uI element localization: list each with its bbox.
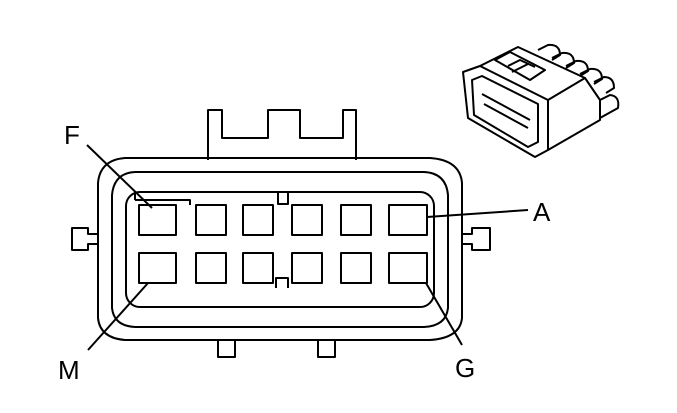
cavity-top-2	[195, 204, 227, 236]
connector-face	[125, 191, 435, 308]
cavity-bottom-2	[195, 252, 227, 284]
pin-label-m: M	[58, 355, 80, 385]
cavity-bottom-3	[242, 252, 274, 284]
cavity-top-3	[242, 204, 274, 236]
cavity-f	[138, 204, 177, 236]
cavity-bottom-4	[291, 252, 323, 284]
connector-housing-outer	[97, 157, 463, 341]
cavity-a	[388, 204, 428, 236]
top-row-key	[134, 193, 289, 205]
connector-bottom-key	[217, 340, 336, 358]
pin-label-g: G	[455, 353, 476, 383]
cavity-g	[388, 252, 428, 284]
pin-label-f: F	[64, 120, 80, 150]
right-mounting-ear	[462, 227, 491, 251]
cavity-bottom-5	[340, 252, 372, 284]
cavity-top-5	[340, 204, 372, 236]
pin-label-a: A	[533, 197, 551, 227]
bottom-row-key	[275, 277, 289, 288]
leader-line-g	[425, 282, 463, 346]
leader-line-f	[86, 144, 153, 209]
cavity-top-4	[291, 204, 323, 236]
connector-isometric-view	[462, 43, 620, 158]
leader-line-a	[426, 209, 529, 218]
leader-line-m	[87, 282, 149, 351]
cavity-m	[138, 252, 177, 284]
connector-latch	[207, 109, 357, 160]
left-mounting-ear	[71, 227, 98, 251]
connector-housing-middle	[111, 171, 449, 328]
